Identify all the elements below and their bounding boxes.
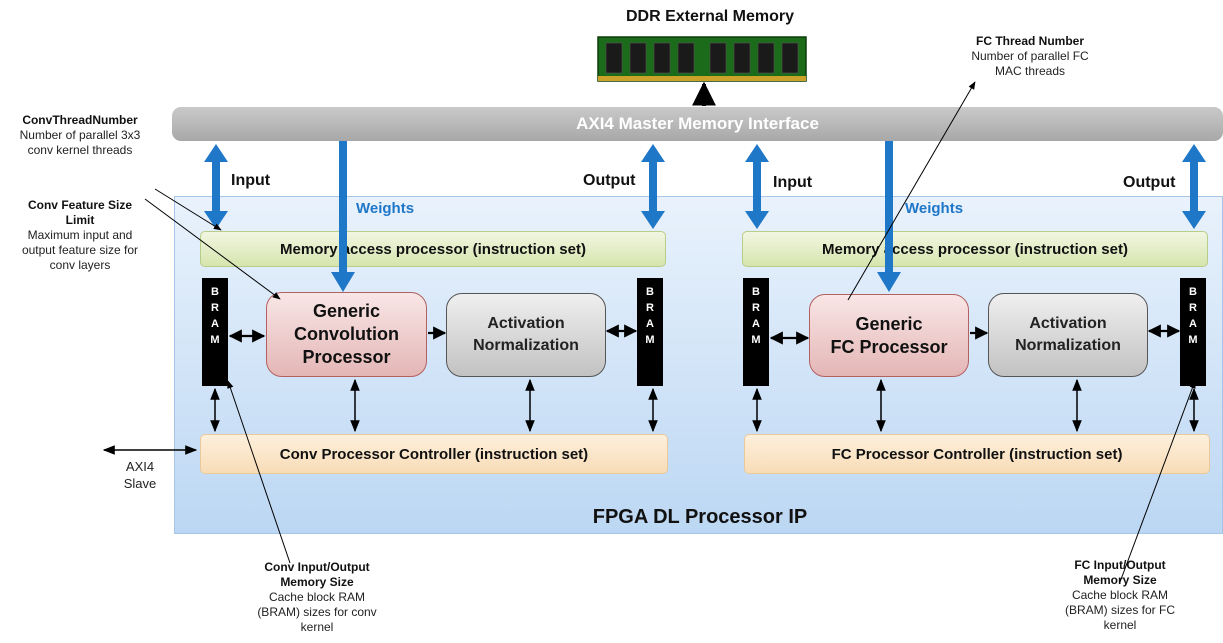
conv-mem-line3: kernel bbox=[300, 620, 334, 634]
bram-letter: B bbox=[1189, 286, 1197, 298]
conv-weights-label: Weights bbox=[356, 200, 415, 217]
fc-weights-label: Weights bbox=[905, 200, 964, 217]
annotation-leaders bbox=[144, 81, 1196, 583]
fc-mem-line3: kernel bbox=[1103, 618, 1137, 632]
bram-letter: R bbox=[752, 302, 760, 314]
fc-output-label: Output bbox=[1117, 170, 1193, 196]
conv-feature-title2: Limit bbox=[65, 213, 95, 227]
fc-activation-line2: Normalization bbox=[1015, 337, 1121, 354]
fc-thread-note: FC Thread Number Number of parallel FC M… bbox=[937, 34, 1123, 79]
bram-letter: M bbox=[210, 334, 220, 346]
conv-processor-controller: Conv Processor Controller (instruction s… bbox=[200, 434, 668, 474]
control-arrows bbox=[102, 378, 1199, 455]
conv-mem-line2: (BRAM) sizes for conv bbox=[257, 605, 377, 619]
conv-feature-line1: Maximum input and bbox=[27, 228, 133, 242]
fc-activation-normalization: Activation Normalization bbox=[988, 293, 1148, 377]
conv-thread-title: ConvThreadNumber bbox=[22, 113, 138, 127]
conv-output-bram: B R A M bbox=[637, 278, 663, 386]
axi4-slave-line1: AXI4 bbox=[125, 459, 155, 474]
bram-letter: A bbox=[1189, 318, 1197, 330]
conv-input-label: Input bbox=[226, 168, 303, 194]
bram-letter: M bbox=[645, 334, 655, 346]
conv-activation-line1: Activation bbox=[487, 315, 565, 332]
bram-letter: R bbox=[1189, 302, 1197, 314]
ddr-memory-title: DDR External Memory bbox=[625, 8, 795, 25]
fc-activation-line1: Activation bbox=[1029, 315, 1107, 332]
conv-mem-title1: Conv Input/Output bbox=[264, 560, 370, 574]
conv-processor-line3: Processor bbox=[302, 347, 391, 367]
ddr-memory-chip-icon bbox=[597, 36, 807, 82]
fc-thread-line2: MAC threads bbox=[994, 64, 1066, 78]
fc-processor-controller: FC Processor Controller (instruction set… bbox=[744, 434, 1210, 474]
conv-input-bram: B R A M bbox=[202, 278, 228, 386]
fc-memory-note: FC Input/Output Memory Size Cache block … bbox=[1035, 558, 1205, 633]
bram-letter: A bbox=[646, 318, 654, 330]
data-path-arrows bbox=[228, 324, 1181, 345]
fc-output-bram: B R A M bbox=[1180, 278, 1206, 386]
conv-activation-line2: Normalization bbox=[473, 337, 579, 354]
axi4-slave-label: AXI4 Slave bbox=[118, 458, 162, 492]
fc-thread-title: FC Thread Number bbox=[975, 34, 1084, 48]
fc-input-bram: B R A M bbox=[743, 278, 769, 386]
generic-fc-processor: Generic FC Processor bbox=[809, 294, 969, 377]
conv-feature-note: Conv Feature Size Limit Maximum input an… bbox=[0, 198, 160, 273]
bram-letter: R bbox=[646, 302, 654, 314]
bram-letter: A bbox=[752, 318, 760, 330]
conv-mem-line1: Cache block RAM bbox=[268, 590, 366, 604]
conv-feature-line2: output feature size for bbox=[21, 243, 139, 257]
bram-letter: A bbox=[211, 318, 219, 330]
conv-thread-line1: Number of parallel 3x3 bbox=[19, 128, 141, 142]
conv-feature-line3: conv layers bbox=[49, 258, 111, 272]
data-flow-arrows bbox=[204, 141, 1206, 292]
fc-mem-line1: Cache block RAM bbox=[1071, 588, 1169, 602]
conv-mem-title2: Memory Size bbox=[280, 575, 354, 589]
fc-mem-title1: FC Input/Output bbox=[1074, 558, 1166, 572]
conv-feature-title1: Conv Feature Size bbox=[27, 198, 133, 212]
conv-activation-normalization: Activation Normalization bbox=[446, 293, 606, 377]
bram-letter: B bbox=[646, 286, 654, 298]
conv-memory-note: Conv Input/Output Memory Size Cache bloc… bbox=[232, 560, 402, 635]
fc-input-label: Input bbox=[769, 170, 833, 196]
generic-convolution-processor: Generic Convolution Processor bbox=[266, 292, 427, 377]
conv-output-label: Output bbox=[580, 168, 647, 194]
fc-processor-line1: Generic bbox=[855, 313, 923, 334]
bram-letter: M bbox=[751, 334, 761, 346]
conv-processor-line1: Generic bbox=[312, 301, 381, 321]
conv-processor-line2: Convolution bbox=[294, 324, 399, 344]
bram-letter: B bbox=[752, 286, 760, 298]
conv-thread-note: ConvThreadNumber Number of parallel 3x3 … bbox=[0, 113, 160, 158]
fpga-ip-title: FPGA DL Processor IP bbox=[592, 505, 808, 528]
bram-letter: R bbox=[211, 302, 219, 314]
fc-mem-line2: (BRAM) sizes for FC bbox=[1064, 603, 1175, 617]
fc-mem-title2: Memory Size bbox=[1083, 573, 1157, 587]
bram-letter: B bbox=[211, 286, 219, 298]
axi4-master-interface: AXI4 Master Memory Interface bbox=[172, 107, 1223, 141]
conv-thread-line2: conv kernel threads bbox=[27, 143, 133, 157]
bram-letter: M bbox=[1188, 334, 1198, 346]
conv-memory-access-processor: Memory access processor (instruction set… bbox=[200, 231, 666, 267]
fc-processor-line2: FC Processor bbox=[830, 336, 948, 357]
axi4-slave-line2: Slave bbox=[123, 476, 157, 491]
fc-memory-access-processor: Memory access processor (instruction set… bbox=[742, 231, 1208, 267]
fc-thread-line1: Number of parallel FC bbox=[971, 49, 1089, 63]
